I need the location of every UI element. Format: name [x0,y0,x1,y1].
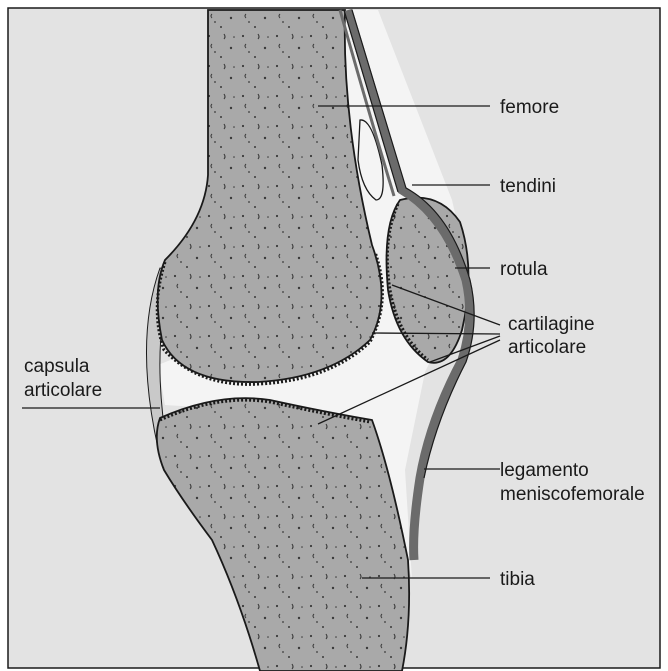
label-femore: femore [500,97,559,118]
label-cartilagine-line2: articolare [508,337,586,358]
label-cartilagine-line1: cartilagine [508,314,595,335]
label-tendini: tendini [500,176,556,197]
label-rotula: rotula [500,259,548,280]
label-capsula-line1: capsula [24,356,90,377]
label-legamento-line1: legamento [500,460,589,481]
label-tibia: tibia [500,569,535,590]
label-legamento-line2: meniscofemorale [500,484,645,505]
label-capsula-line2: articolare [24,380,102,401]
